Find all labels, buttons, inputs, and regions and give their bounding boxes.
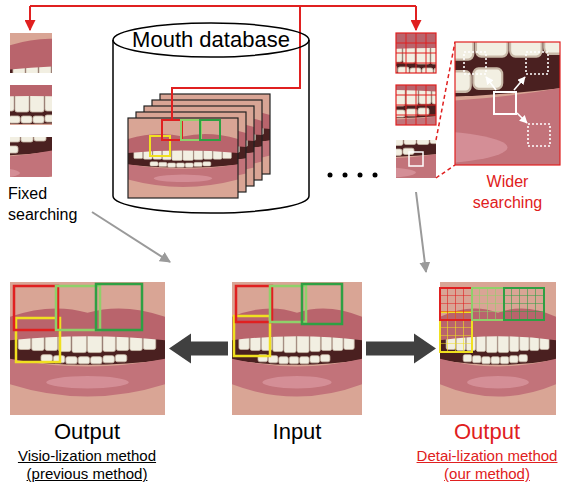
node-heading: Output [2,419,172,444]
caption-block: OutputDetai-lization method (our method) [412,419,562,483]
caption-block: OutputVisio-lization method (previous me… [2,419,172,483]
patch-extraction-arrows [30,6,416,119]
cylinder-top [113,23,309,57]
output-image-box: OutputVisio-lization method (previous me… [10,282,165,415]
node-heading: Output [412,419,562,444]
method-name: Visio-lization method (previous method) [2,447,172,483]
fixed-patches [0,13,155,205]
node-heading: Mouth database [112,27,310,52]
database-image-stack [128,94,270,198]
input-image [232,282,362,415]
output-our-image [440,282,556,415]
annotation-label: Fixed searching [8,184,88,226]
output-image-box: OutputDetai-lization method (our method) [440,282,556,415]
database-cylinder: Mouth database [112,22,310,214]
block-arrow [169,334,228,364]
output-previous-image [10,282,165,415]
input-image-box: Input [232,282,362,415]
cylinder-body [113,40,309,213]
ellipsis-dots [328,173,378,178]
search-arrows [92,192,426,272]
node-heading: Input [212,419,382,444]
annotation-label: Wider searching [455,172,560,214]
caption-block: Input [212,419,382,444]
method-name: Detai-lization method (our method) [412,447,562,483]
block-arrow [366,334,436,364]
